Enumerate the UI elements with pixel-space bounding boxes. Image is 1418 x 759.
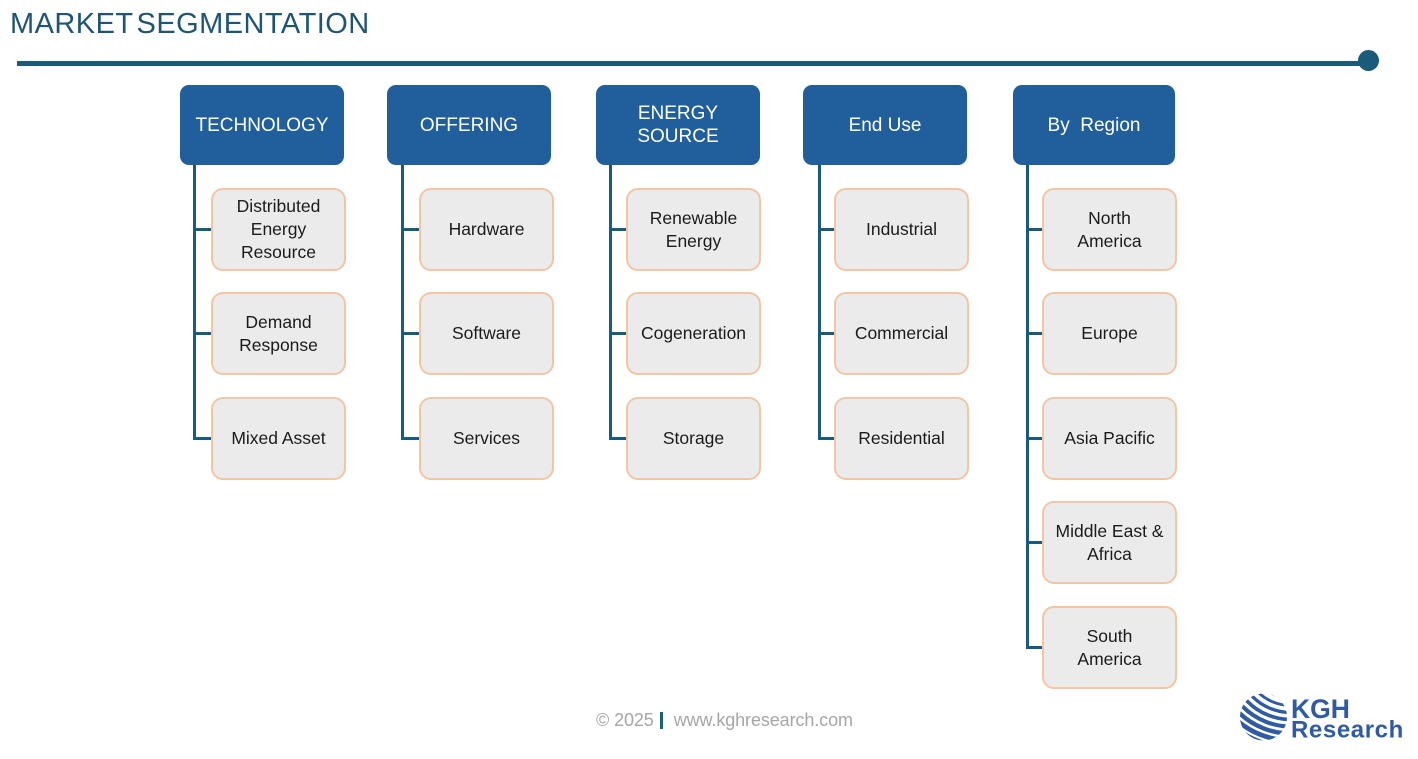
svg-text:KGH: KGH: [1291, 694, 1350, 724]
svg-text:Research: Research: [1291, 717, 1404, 744]
